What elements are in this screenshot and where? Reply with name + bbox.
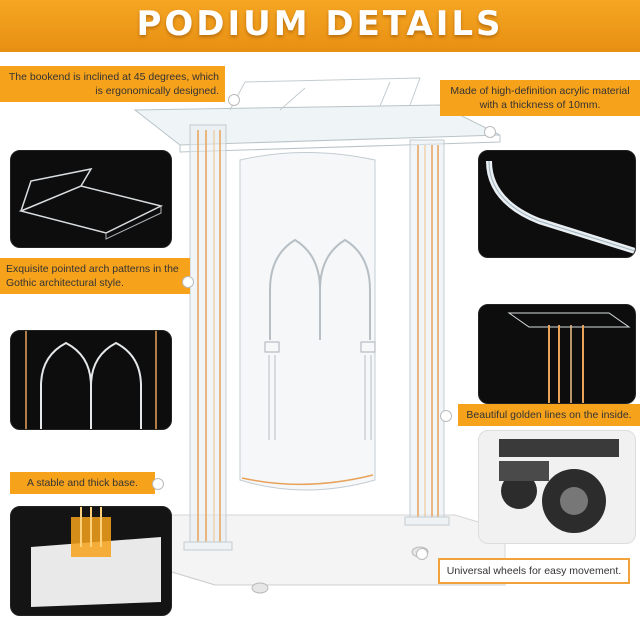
acrylic-edge-photo [478, 150, 636, 258]
callout-arch-dot [182, 276, 194, 288]
callout-base-dot [152, 478, 164, 490]
callout-wheels: Universal wheels for easy movement. [438, 558, 630, 584]
page-title: PODIUM DETAILS [136, 4, 504, 44]
callout-bookend-dot [228, 94, 240, 106]
callout-golden: Beautiful golden lines on the inside. [458, 404, 640, 426]
arch-closeup-photo [10, 330, 172, 430]
callout-arch: Exquisite pointed arch patterns in the G… [0, 258, 190, 294]
wheel-closeup-photo [478, 430, 636, 544]
callout-golden-dot [440, 410, 452, 422]
title-banner: PODIUM DETAILS [0, 0, 640, 52]
callout-wheels-dot [416, 548, 428, 560]
podium-illustration [133, 77, 506, 594]
base-closeup-photo [10, 506, 172, 616]
callout-bookend: The bookend is inclined at 45 degrees, w… [0, 66, 225, 102]
golden-lines-photo [478, 304, 636, 404]
callout-base: A stable and thick base. [10, 472, 155, 494]
callout-acrylic-dot [484, 126, 496, 138]
callout-acrylic: Made of high-definition acrylic material… [440, 80, 640, 116]
bookend-closeup-photo [10, 150, 172, 248]
